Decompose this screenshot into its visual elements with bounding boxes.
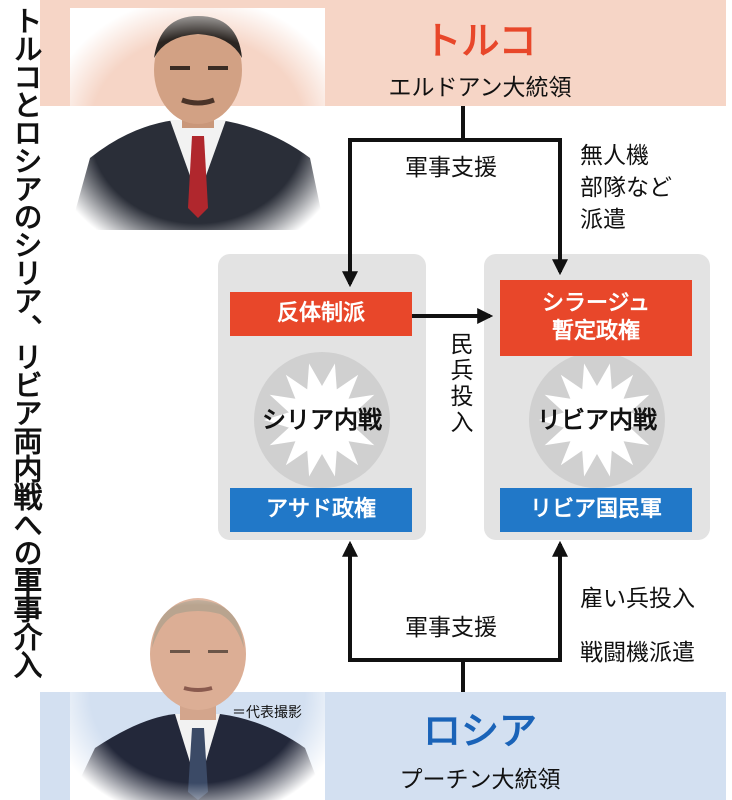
turkey-leader: エルドアン大統領 [388, 75, 572, 101]
russia-to-lna-arrow [463, 540, 568, 662]
drone-deployment-note: 無人機 部隊など 派遣 [580, 140, 672, 236]
drone-note-line3: 派遣 [580, 207, 626, 233]
erdogan-photo [70, 8, 325, 230]
photo-credit: ＝代表撮影 [232, 705, 302, 721]
russia-military-support-label: 軍事支援 [405, 615, 497, 641]
gna-line2: 暫定政権 [551, 319, 640, 344]
syria-rebels-box: 反体制派 [230, 292, 412, 336]
mercenary-note: 雇い兵投入 戦闘機派遣 [580, 572, 695, 680]
turkey-name: トルコ [423, 19, 537, 63]
vertical-title: トルコとロシアのシリア、リビア両内戦への軍事介入 [9, 6, 43, 678]
libya-gna-box: シラージュ 暫定政権 [500, 280, 692, 356]
libya-lna-box: リビア国民軍 [500, 488, 692, 532]
russia-to-assad-arrow [342, 540, 463, 662]
putin-photo [70, 588, 325, 800]
syria-war-label: シリア内戦 [262, 406, 382, 434]
merc-note-line2: 戦闘機派遣 [580, 640, 695, 666]
turkey-to-gna-arrow [463, 138, 568, 276]
explosion-star [539, 363, 655, 477]
libya-war-label: リビア内戦 [537, 406, 657, 434]
drone-note-line2: 部隊など [580, 175, 672, 201]
syria-explosion-mark [254, 352, 390, 488]
merc-note-line1: 雇い兵投入 [580, 586, 695, 612]
drone-note-line1: 無人機 [580, 143, 649, 169]
syria-assad-box: アサド政権 [230, 488, 412, 532]
gna-line1: シラージュ [541, 291, 651, 316]
russia-leader: プーチン大統領 [399, 767, 561, 793]
turkey-to-rebels-arrow [342, 138, 463, 288]
militia-note: 民兵投入 [446, 332, 472, 436]
libya-explosion-mark [529, 352, 665, 488]
explosion-star [264, 363, 380, 477]
russia-name: ロシア [422, 709, 537, 753]
turkey-military-support-label: 軍事支援 [405, 155, 497, 181]
